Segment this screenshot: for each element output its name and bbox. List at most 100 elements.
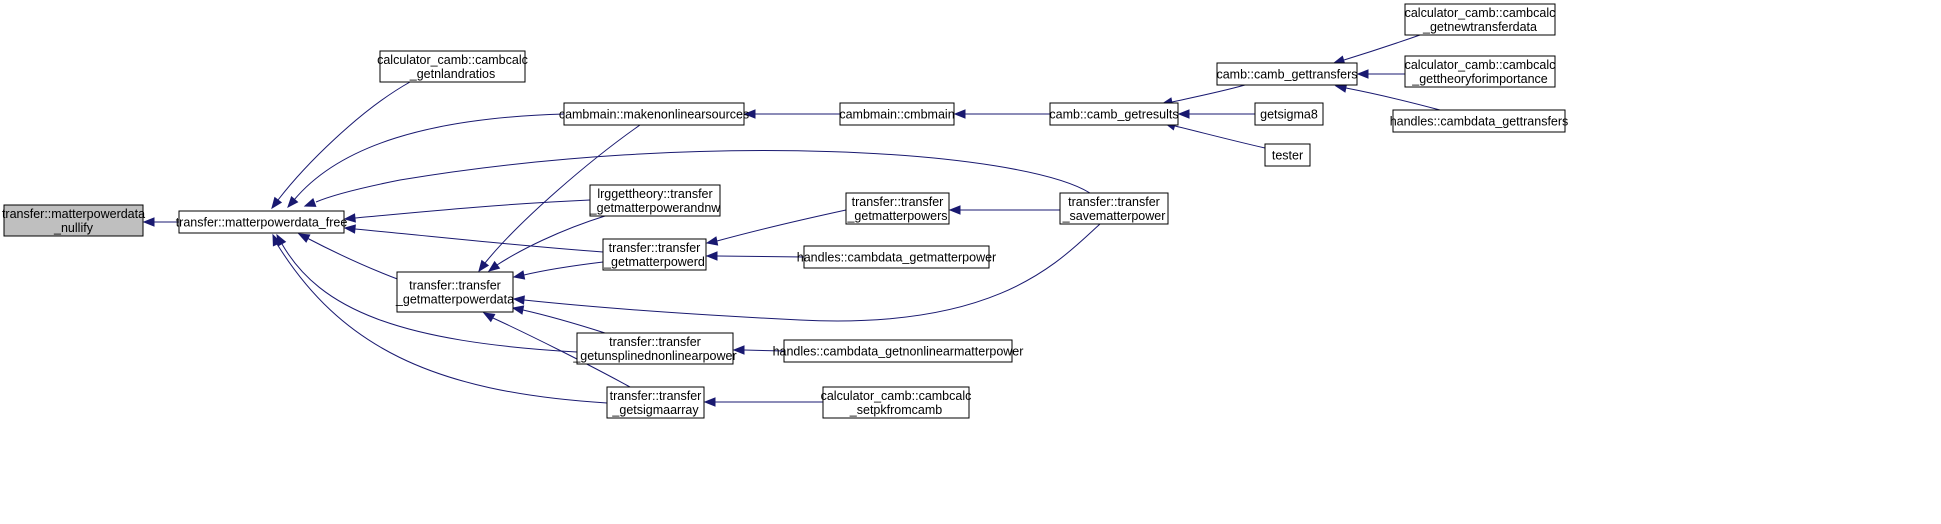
edge-transfer-getsigmaarray-to-transfer-getmatterpowerdata (482, 312, 631, 388)
node-transfer-savematterpower[interactable]: transfer::transfer_savematterpower (1059, 192, 1169, 225)
node-label: _getmatterpowerdata (395, 293, 514, 307)
node-box (3, 204, 144, 237)
edge-line (315, 150, 1091, 203)
node-label: transfer::transfer (610, 389, 702, 403)
node-camb-getresults[interactable]: camb::camb_getresults (1049, 102, 1179, 126)
edge-line (1345, 87, 1441, 111)
arrowhead (511, 305, 525, 315)
node-label: transfer::transfer (852, 195, 944, 209)
edge-line (293, 113, 565, 201)
node-cambcalc-gettheoryforimportance[interactable]: calculator_camb::cambcalc_gettheoryforim… (1404, 55, 1556, 88)
edge-line (277, 81, 411, 201)
arrowhead (703, 397, 716, 407)
node-box (602, 238, 707, 271)
edge-line (716, 209, 847, 242)
node-box (1404, 55, 1556, 88)
node-label: transfer::matterpowerdata (2, 207, 145, 221)
node-label: handles::cambdata_getnonlinearmatterpowe… (773, 345, 1024, 359)
node-label: transfer::transfer (609, 335, 701, 349)
node-transfer-getunsplinednonlinearpower[interactable]: transfer::transfer_getunsplinednonlinear… (572, 332, 737, 365)
edge-line (1343, 34, 1421, 61)
edge-transfer-getmatterpowers-to-transfer-getmatterpowerd (705, 209, 847, 246)
node-makenonlinearsources[interactable]: cambmain::makenonlinearsources (559, 102, 749, 126)
edge-transfer-getmatterpowerd-to-matterpowerdata-free (343, 224, 604, 253)
node-box (396, 271, 514, 313)
node-cmbmain[interactable]: cambmain::cmbmain (839, 102, 955, 126)
arrowhead (487, 260, 501, 272)
edge-line (1171, 84, 1246, 103)
node-lrggettheory-getmatterpowerandnw[interactable]: lrggettheory::transfer_getmatterpowerand… (589, 184, 722, 217)
node-label: handles::cambdata_getmatterpower (797, 251, 996, 265)
arrowhead (732, 345, 745, 355)
node-label: calculator_camb::cambcalc (377, 53, 528, 67)
node-transfer-getmatterpowerdata[interactable]: transfer::transfer_getmatterpowerdata (395, 271, 514, 313)
node-label: lrggettheory::transfer (597, 187, 712, 201)
edge-line (484, 124, 641, 264)
edge-transfer-getsigmaarray-to-matterpowerdata-free (272, 233, 608, 404)
edge-cmbmain-to-makenonlinearsources (743, 109, 840, 119)
node-label: handles::cambdata_gettransfers (1390, 115, 1569, 129)
node-box (379, 50, 526, 83)
edge-cambcalc-setpkfromcamb-to-transfer-getsigmaarray (703, 397, 823, 407)
edge-line (1174, 125, 1266, 149)
node-matterpowerdata-free[interactable]: transfer::matterpowerdata_free (176, 210, 348, 234)
edge-cambdata-getnonlinearmatterpower-to-transfer-getunsplinednonlinearpower (732, 345, 785, 355)
edge-cambcalc-gettheoryforimportance-to-camb-gettransfers (1356, 69, 1405, 79)
node-label: transfer::matterpowerdata_free (176, 216, 348, 230)
edge-line (492, 317, 631, 388)
node-label: _gettheoryforimportance (1411, 72, 1548, 86)
node-transfer-getmatterpowers[interactable]: transfer::transfer_getmatterpowers (845, 192, 950, 225)
node-label: tester (1272, 149, 1303, 163)
node-label: camb::camb_getresults (1049, 108, 1178, 122)
node-cambcalc-getnewtransferdata[interactable]: calculator_camb::cambcalc_getnewtransfer… (1404, 3, 1556, 36)
edge-matterpowerdata-free-to-matterpowerdata-nullify (142, 217, 179, 227)
node-transfer-getsigmaarray[interactable]: transfer::transfer_getsigmaarray (606, 386, 705, 419)
edge-line (306, 237, 401, 281)
node-cambdata-getmatterpower[interactable]: handles::cambdata_getmatterpower (797, 245, 996, 269)
node-cambdata-gettransfers[interactable]: handles::cambdata_gettransfers (1390, 109, 1569, 133)
arrowhead (297, 233, 311, 243)
edge-getsigma8-to-camb-getresults (1177, 109, 1255, 119)
node-camb-gettransfers[interactable]: camb::camb_gettransfers (1216, 62, 1358, 86)
node-cambcalc-getnlandratios[interactable]: calculator_camb::cambcalc_getnlandratios (377, 50, 528, 83)
node-label: _getsigmaarray (611, 403, 699, 417)
edges-layer (142, 34, 1441, 407)
node-box (1264, 143, 1311, 167)
node-matterpowerdata-nullify: transfer::matterpowerdata_nullify (2, 204, 145, 237)
node-getsigma8[interactable]: getsigma8 (1254, 102, 1324, 126)
node-box (839, 102, 955, 126)
arrowhead (287, 195, 299, 209)
arrowhead (705, 236, 719, 246)
edge-line (716, 255, 805, 258)
node-box (576, 332, 734, 365)
node-box (1059, 192, 1169, 225)
node-box (606, 386, 705, 419)
node-box (1392, 109, 1566, 133)
node-label: _getmatterpowers (846, 209, 947, 223)
edge-line (496, 215, 606, 266)
node-label: _getnlandratios (409, 67, 495, 81)
edge-transfer-getmatterpowerdata-to-matterpowerdata-free (297, 233, 401, 281)
node-label: _getmatterpowerandnw (589, 201, 722, 215)
edge-line (743, 349, 785, 352)
edge-cambdata-getmatterpower-to-transfer-getmatterpowerd (705, 251, 805, 261)
node-transfer-getmatterpowerd[interactable]: transfer::transfer_getmatterpowerd (602, 238, 707, 271)
node-label: calculator_camb::cambcalc (821, 389, 972, 403)
node-box (1254, 102, 1324, 126)
node-label: _getmatterpowerd (603, 255, 705, 269)
node-cambdata-getnonlinearmatterpower[interactable]: handles::cambdata_getnonlinearmatterpowe… (773, 339, 1024, 363)
arrowhead (478, 259, 490, 273)
edge-transfer-savematterpower-to-matterpowerdata-free (303, 150, 1091, 207)
node-label: cambmain::makenonlinearsources (559, 108, 749, 122)
arrowhead (271, 196, 283, 210)
edge-line (281, 243, 578, 353)
node-label: transfer::transfer (409, 279, 501, 293)
node-label: _setpkfromcamb (849, 403, 942, 417)
node-tester[interactable]: tester (1264, 143, 1311, 167)
arrowhead (303, 197, 317, 207)
node-cambcalc-setpkfromcamb[interactable]: calculator_camb::cambcalc_setpkfromcamb (821, 386, 972, 419)
arrowhead (953, 109, 966, 119)
node-box (589, 184, 721, 217)
edge-makenonlinearsources-to-matterpowerdata-free (287, 113, 565, 209)
